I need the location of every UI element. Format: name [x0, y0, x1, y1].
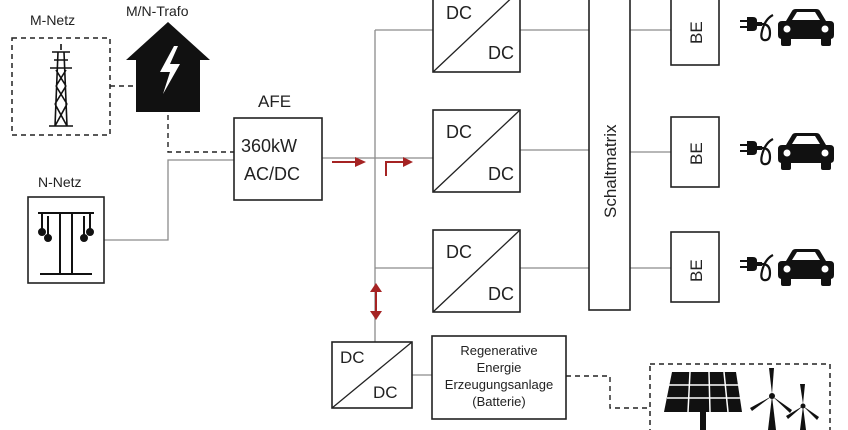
dashed-mv-lines: [110, 85, 650, 409]
transformer-house-icon: [126, 22, 210, 112]
car-icon: [778, 9, 834, 46]
afe-type-label: AC/DC: [244, 164, 300, 184]
dc3-in-label: DC: [446, 242, 472, 262]
n-netz-label: N-Netz: [38, 174, 82, 190]
distribution-pole-icon: [38, 212, 94, 275]
schaltmatrix-box: [588, 0, 631, 311]
bus-to-dc2-arrow-icon: [385, 161, 404, 176]
dc4-out-label: DC: [373, 383, 398, 402]
afe-box: [233, 117, 323, 201]
dc2-in-label: DC: [446, 122, 472, 142]
ev-charger-plug-icon: [738, 137, 775, 166]
wind-turbine-icon: [750, 368, 792, 430]
n-netz-to-afe-line: [104, 159, 234, 241]
be2-label: BE: [687, 142, 706, 165]
dc-converter-3: DC DC: [432, 229, 521, 313]
trafo-label: M/N-Trafo: [126, 3, 189, 19]
trafo-to-afe-dashed: [167, 115, 234, 153]
regen-line-4: (Batterie): [472, 394, 525, 409]
car-icon: [778, 133, 834, 170]
solar-panel-icon: [664, 371, 742, 430]
power-pylon-icon: [49, 44, 73, 127]
connection-lines: [104, 29, 671, 376]
m-netz-box: [11, 37, 111, 136]
regen-line-1: Regenerative: [460, 343, 537, 358]
flow-arrows: [332, 157, 413, 320]
dc-converter-2: DC DC: [432, 109, 521, 193]
renewables-box: [649, 363, 831, 430]
regen-line-3: Erzeugungsanlage: [445, 377, 553, 392]
regen-line-2: Energie: [477, 360, 522, 375]
be1-label: BE: [687, 21, 706, 44]
wind-turbine-icon: [786, 384, 819, 430]
n-netz-box: [27, 196, 105, 284]
m-netz-label: M-Netz: [30, 12, 75, 28]
dc1-out-label: DC: [488, 43, 514, 63]
dc-converter-1: DC DC: [432, 0, 521, 73]
dc2-out-label: DC: [488, 164, 514, 184]
afe-power-label: 360kW: [241, 136, 297, 156]
afe-title: AFE: [258, 92, 291, 111]
be-unit-1: BE: [670, 0, 720, 66]
dc4-in-label: DC: [340, 348, 365, 367]
regenerative-box: [431, 335, 567, 420]
be-unit-2: BE: [670, 116, 720, 188]
ev-charger-plug-icon: [738, 13, 775, 42]
regen-to-pv-dashed: [566, 375, 650, 409]
car-icon: [778, 249, 834, 286]
be3-label: BE: [687, 259, 706, 282]
dc-converter-battery: DC DC: [331, 341, 413, 409]
schaltmatrix-label: Schaltmatrix: [601, 124, 620, 218]
be-unit-3: BE: [670, 231, 720, 303]
ev-charger-plug-icon: [738, 253, 775, 282]
dc1-in-label: DC: [446, 3, 472, 23]
dc3-out-label: DC: [488, 284, 514, 304]
